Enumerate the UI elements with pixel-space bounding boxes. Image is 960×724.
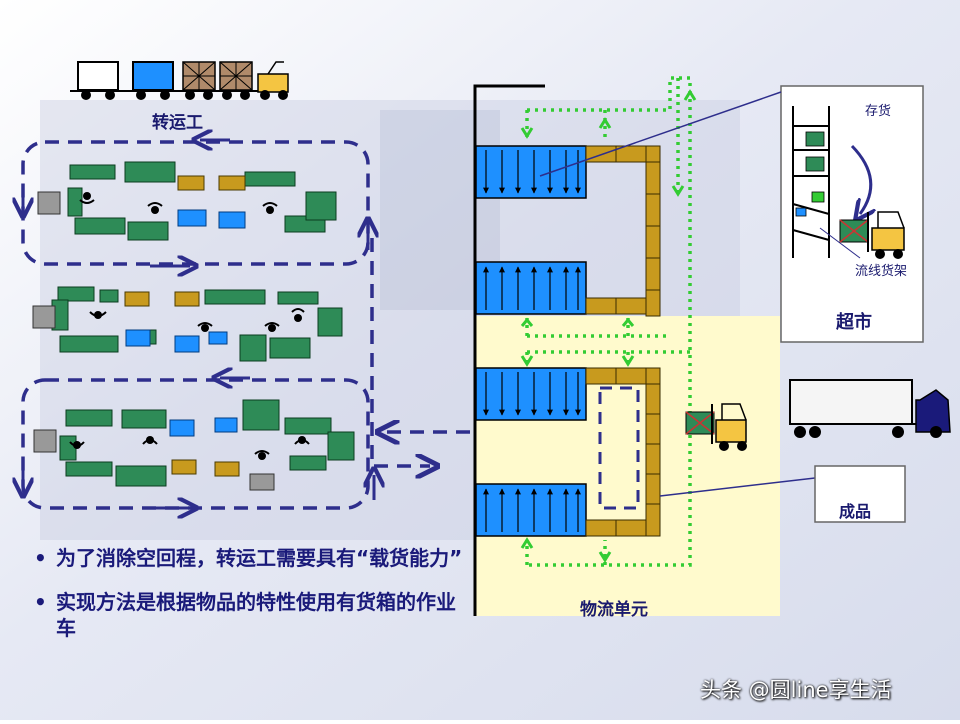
material-flow [525,76,692,567]
operator-icon [142,436,158,445]
truck-icon [789,379,951,438]
gold-shelving [585,145,661,537]
logistics-unit [473,76,780,616]
operator-icon [291,308,305,322]
operator-icon [89,311,107,319]
operator-icon [197,322,213,332]
finished-goods-label: 成品 [839,502,872,521]
bullet-text: 为了消除空回程，转运工需要具有“载货能力” [56,546,463,570]
supermarket-panel [539,85,924,497]
operator-icon [254,450,270,460]
logistics-unit-label: 物流单元 [580,600,648,620]
bullet-item: •实现方法是根据物品的特性使用有货箱的作业车 [34,589,464,641]
operator-icon [147,202,163,214]
operator-icon [69,441,85,449]
bullet-item: •为了消除空回程，转运工需要具有“载货能力” [34,546,463,570]
flow-rack-label: 流线货架 [855,264,908,279]
supermarket-label: 超市 [836,312,872,333]
finished-goods-box [814,465,906,523]
storage-rack [475,145,587,537]
work-cell-bottom [23,378,374,508]
operator-icon [294,436,310,445]
delivery-route [370,238,430,466]
watermark: 头条 @圆line享生活 [700,678,892,702]
operator-icon [79,192,95,204]
inventory-label: 存货 [865,104,892,119]
operator-icon [262,202,278,214]
forklift-icon [685,403,747,451]
bullet-text: 实现方法是根据物品的特性使用有货箱的作业车 [56,590,456,640]
operator-icon [264,322,280,332]
work-cell-top [23,140,368,266]
tugger-train-icon [70,61,289,100]
forklift-icon [839,211,905,259]
bullet-list: •为了消除空回程，转运工需要具有“载货能力” •实现方法是根据物品的特性使用有货… [34,545,464,659]
work-cell-middle [32,286,343,362]
transporter-label: 转运工 [152,113,203,133]
